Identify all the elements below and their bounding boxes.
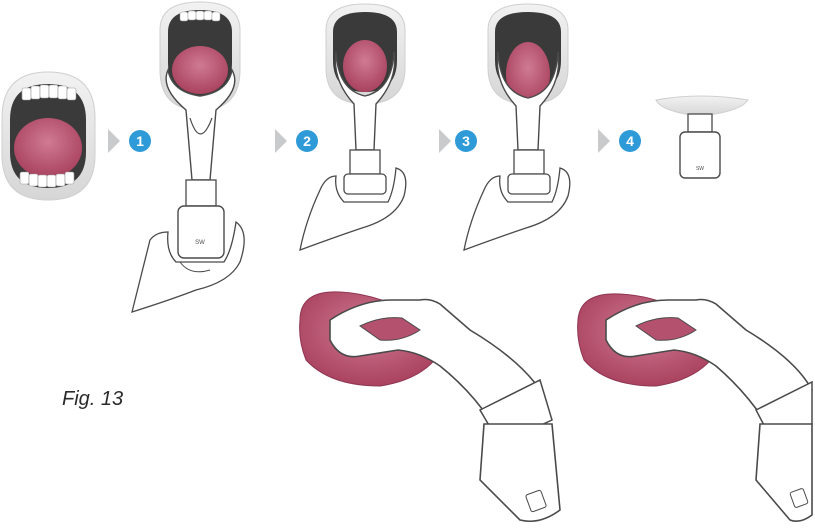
step-number-4: 4: [626, 133, 634, 149]
step-number-2: 2: [303, 133, 311, 149]
step-1-illustration: SW: [132, 2, 244, 312]
detail-view-right: [578, 294, 812, 521]
device-logo: SW: [195, 240, 205, 246]
step-1-indicator: 1: [108, 129, 151, 153]
tongue: [14, 118, 82, 178]
step-4-indicator: 4: [598, 129, 641, 153]
step-4-illustration: SW: [656, 96, 748, 178]
device-logo: SW: [696, 166, 704, 172]
open-mouth-illustration: [2, 72, 95, 200]
step-badge-3: 3: [455, 130, 477, 152]
step-number-1: 1: [136, 133, 144, 149]
step-badge-2: 2: [296, 130, 318, 152]
step-3-indicator: 3: [439, 129, 477, 153]
step-arrow: [275, 129, 287, 153]
step-arrow: [108, 129, 120, 153]
step-2-indicator: 2: [275, 129, 318, 153]
detail-view-left: [300, 292, 560, 521]
step-arrow: [598, 129, 610, 153]
step-badge-1: 1: [129, 130, 151, 152]
step-badge-4: 4: [619, 130, 641, 152]
step-arrow: [439, 129, 451, 153]
figure-caption: Fig. 13: [62, 388, 123, 411]
step-2-illustration: [300, 4, 406, 250]
step-number-3: 3: [462, 133, 470, 149]
step-3-illustration: [464, 4, 570, 250]
